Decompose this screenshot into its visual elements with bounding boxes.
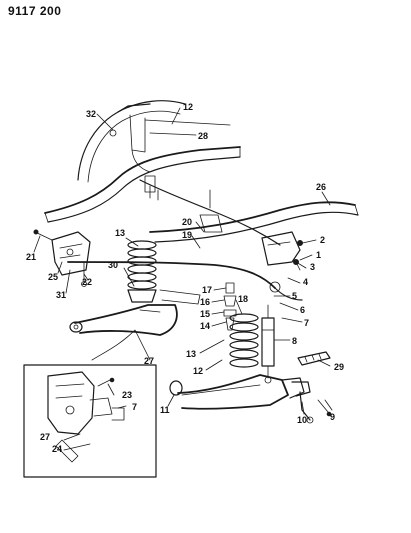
callout-2: 2 [320,235,325,245]
frame-rail-right [149,201,359,243]
callout-6: 6 [300,305,305,315]
callout-25: 25 [48,272,58,282]
callout-32: 32 [86,109,96,119]
callout-17: 17 [202,285,212,295]
jounce-bumper-stack [223,282,237,331]
callout-24: 24 [52,444,62,454]
frame-rail-left [44,146,241,223]
callout-30: 30 [108,260,118,270]
lower-control-arm-right [169,374,305,410]
callout-7-inset: 7 [132,402,137,412]
callout-19: 19 [182,230,192,240]
crossmember [139,175,281,246]
callout-21: 21 [26,252,36,262]
callout-27-upper: 27 [144,356,154,366]
callout-13-lower: 13 [186,349,196,359]
callout-9: 9 [330,412,335,422]
coil-spring-upper [127,240,201,305]
callout-1: 1 [316,250,321,260]
callout-16: 16 [200,297,210,307]
plate-29 [297,351,331,366]
callout-18: 18 [238,294,248,304]
callout-10: 10 [297,415,307,425]
callout-23: 23 [122,390,132,400]
callout-13-upper: 13 [115,228,125,238]
callout-26: 26 [316,182,326,192]
callout-22: 22 [82,277,92,287]
callout-29: 29 [334,362,344,372]
callout-labels: 32 12 28 26 20 19 2 1 3 4 21 25 31 22 13… [26,102,344,454]
callout-27-inset: 27 [40,432,50,442]
wheelhouse-panel [77,100,231,183]
callout-12-lower: 12 [193,366,203,376]
callout-3: 3 [310,262,315,272]
callout-5: 5 [292,291,297,301]
leader-lines [33,107,333,451]
callout-20: 20 [182,217,192,227]
callout-7-upper: 7 [304,318,309,328]
callout-8: 8 [292,336,297,346]
callout-4: 4 [303,277,308,287]
shock-absorber [261,304,275,384]
callout-14: 14 [200,321,210,331]
knuckle-spindle [291,381,332,424]
inset-detail [23,364,157,478]
callout-11: 11 [160,405,170,415]
lower-control-arm-left [69,304,178,336]
mount-bracket-left [33,229,91,287]
callout-31: 31 [56,290,66,300]
callout-28: 28 [198,131,208,141]
sway-bar [67,261,303,301]
callout-15: 15 [200,309,210,319]
figure-code: 9117 200 [8,4,62,18]
callout-12-upper: 12 [183,102,193,112]
coil-spring-lower [229,313,259,368]
